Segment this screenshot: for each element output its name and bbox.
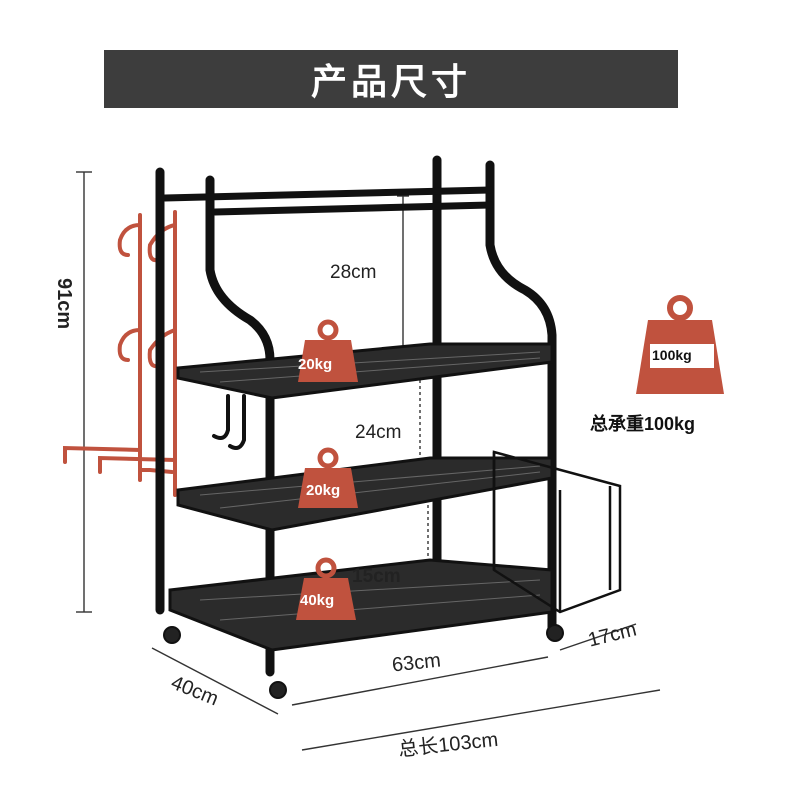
weight-icon-total bbox=[636, 295, 724, 394]
shelf-mesh bbox=[199, 351, 541, 621]
middle-gap-label: 24cm bbox=[355, 422, 402, 443]
side-hooks bbox=[63, 210, 177, 497]
inner-width-line bbox=[291, 656, 549, 706]
total-load-caption: 总承重100kg bbox=[590, 414, 696, 434]
total-length-line bbox=[301, 689, 661, 751]
bottom-shelf bbox=[168, 558, 554, 652]
weight-icon-middle bbox=[298, 447, 358, 508]
basket-width-line bbox=[559, 623, 637, 651]
wheel-back-left bbox=[163, 626, 181, 644]
top-gap-label: 28cm bbox=[330, 262, 377, 283]
front-right-upright bbox=[485, 160, 557, 633]
page-title: 产品尺寸 bbox=[310, 62, 471, 103]
middle-shelf-load: 20kg bbox=[306, 482, 341, 499]
center-hooks bbox=[212, 394, 246, 450]
middle-shelf bbox=[176, 456, 554, 532]
wheel-front-right bbox=[546, 624, 564, 642]
rack-frame bbox=[155, 155, 557, 677]
height-label: 91cm bbox=[53, 278, 75, 330]
bottom-shelf-load: 40kg bbox=[300, 592, 335, 609]
title-bar: 产品尺寸 bbox=[104, 50, 678, 108]
side-basket bbox=[492, 450, 622, 614]
weight-icon-bottom bbox=[296, 557, 356, 620]
shelves bbox=[168, 342, 554, 652]
wheels bbox=[163, 624, 564, 699]
depth-dimension-line bbox=[151, 647, 279, 715]
weight-icon-top bbox=[298, 319, 358, 382]
top-shelf-load: 20kg bbox=[298, 356, 333, 373]
wheel-front-left bbox=[269, 681, 287, 699]
total-load-weight: 100kg bbox=[652, 347, 692, 363]
bottom-gap-label: 15cm bbox=[352, 566, 401, 587]
front-left-upright bbox=[205, 175, 275, 677]
